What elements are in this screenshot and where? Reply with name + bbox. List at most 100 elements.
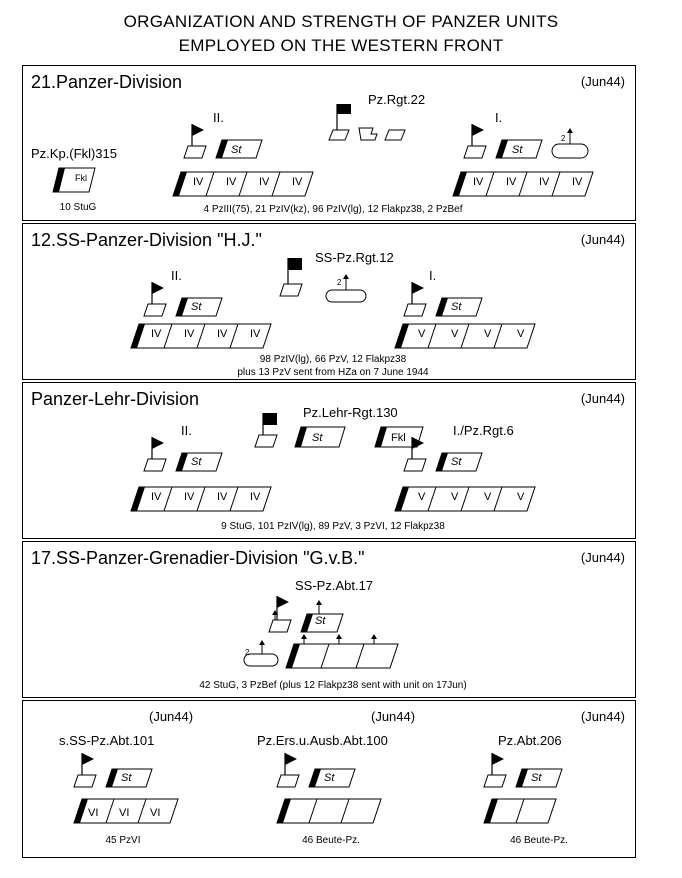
- regiment-fkl-label: Fkl: [391, 432, 406, 444]
- battalion-ii-hq-symbols: [143, 437, 223, 472]
- battalion-ii-company-row: [130, 323, 272, 349]
- date-label: (Jun44): [580, 550, 625, 565]
- workshop-icon: [325, 289, 367, 303]
- fkl-company-symbol: [52, 167, 96, 193]
- unit-name-101: s.SS-Pz.Abt.101: [59, 733, 155, 748]
- company-label: IV: [184, 328, 195, 340]
- company-label: VI: [88, 807, 99, 819]
- company-label: V: [484, 491, 492, 503]
- battalion-hq-tank-icon: [403, 303, 427, 317]
- company-label: V: [418, 491, 426, 503]
- company-label: IV: [506, 176, 517, 188]
- strength-caption: 98 PzIV(lg), 66 PzV, 12 Flakpz38: [259, 354, 407, 365]
- battalion-hq-tank-icon: [143, 458, 167, 472]
- battalion-flag-icon: [152, 282, 164, 294]
- battalion-i-company-row: [394, 486, 536, 512]
- strength-caption-2: plus 13 PzV sent from HZa on 7 June 1944: [237, 367, 429, 378]
- date-label: (Jun44): [371, 709, 416, 724]
- unit-100-symbols: [276, 753, 382, 824]
- regiment-hq-tank-icon: [254, 434, 278, 448]
- date-label: (Jun44): [149, 709, 194, 724]
- battalion-ii-company-row: [130, 486, 272, 512]
- battalion-hq-tank-icon: [276, 774, 300, 788]
- workshop-number: 2: [245, 648, 250, 657]
- fkl-company-caption: 10 StuG: [59, 202, 97, 213]
- battalion-flag-icon: [192, 124, 204, 136]
- page-title-line2: EMPLOYED ON THE WESTERN FRONT: [178, 36, 504, 55]
- regiment-hq-symbols: [328, 104, 406, 141]
- company-label: IV: [473, 176, 484, 188]
- fkl-company-symbol-label: Fkl: [75, 173, 87, 183]
- battalion-hq-tank-icon: [73, 774, 97, 788]
- battalion-flag-icon: [492, 753, 504, 765]
- battalion-hq-tank-icon: [183, 145, 207, 159]
- company-label: V: [451, 491, 459, 503]
- company-label: IV: [151, 328, 162, 340]
- battalion-hq-tank-icon: [268, 619, 292, 633]
- panel-12-ss-panzer-division: 12.SS-Panzer-Division "H.J." (Jun44) SS-…: [22, 223, 636, 380]
- battalion-i-label: I./Pz.Rgt.6: [453, 423, 514, 438]
- company-label: IV: [151, 491, 162, 503]
- regiment-hq-tank-icon: [328, 129, 350, 141]
- battalion-hq-tank-icon: [143, 303, 167, 317]
- regiment-hq-flag-icon: [288, 258, 302, 270]
- battalion-i-hq-symbols: [403, 437, 483, 472]
- battalion-ii-label: II.: [213, 110, 224, 125]
- regiment-reserve-tank-icon: [384, 129, 406, 141]
- company-label: IV: [250, 491, 261, 503]
- battalion-i-label: I.: [429, 268, 437, 283]
- company-label: IV: [539, 176, 550, 188]
- battalion-ii-label: II.: [171, 268, 182, 283]
- regiment-name: Pz.Lehr-Rgt.130: [303, 405, 398, 420]
- staff-symbol-label: St: [191, 456, 202, 468]
- strength-caption: 42 StuG, 3 PzBef (plus 12 Flakpz38 sent …: [199, 680, 467, 691]
- battalion-i-company-row: [394, 323, 536, 349]
- company-label: V: [517, 328, 525, 340]
- company-label: VI: [119, 807, 130, 819]
- division-name: 17.SS-Panzer-Grenadier-Division "G.v.B.": [31, 548, 365, 568]
- battalion-flag-icon: [285, 753, 297, 765]
- regiment-hq-flag-icon: [263, 413, 277, 425]
- battalion-ii-hq-symbols: [183, 124, 263, 159]
- battalion-flag-icon: [277, 596, 289, 608]
- staff-symbol-label: St: [451, 301, 462, 313]
- battalion-name: SS-Pz.Abt.17: [295, 578, 374, 593]
- staff-symbol-label: St: [315, 615, 326, 627]
- workshop-icon: [243, 653, 279, 667]
- battalion-hq-tank-icon: [403, 458, 427, 472]
- regiment-name: SS-Pz.Rgt.12: [315, 250, 394, 265]
- unit-caption-100: 46 Beute-Pz.: [302, 835, 360, 846]
- panel-panzer-lehr-division: Panzer-Lehr-Division (Jun44) Pz.Lehr-Rgt…: [22, 382, 636, 539]
- company-label: IV: [217, 491, 228, 503]
- battalion-ii-label: II.: [181, 423, 192, 438]
- division-name: Panzer-Lehr-Division: [31, 389, 200, 409]
- battalion-company-row: [243, 634, 399, 669]
- panel-21-panzer-division: 21.Panzer-Division (Jun44) Pz.Rgt.22 II.…: [22, 65, 636, 221]
- company-label: V: [517, 491, 525, 503]
- unit-206-symbols: [483, 753, 563, 824]
- regiment-hq-flag-icon: [337, 104, 351, 114]
- unit-name-206: Pz.Abt.206: [498, 733, 562, 748]
- company-label: IV: [259, 176, 270, 188]
- company-label: IV: [226, 176, 237, 188]
- company-label: IV: [292, 176, 303, 188]
- battalion-ii-company-row: [172, 171, 314, 197]
- staff-symbol-label: St: [512, 144, 523, 156]
- unit-caption-206: 46 Beute-Pz.: [510, 835, 568, 846]
- company-label: IV: [184, 491, 195, 503]
- battalion-flag-icon: [412, 437, 424, 449]
- date-label: (Jun44): [580, 74, 625, 89]
- battalion-flag-icon: [82, 753, 94, 765]
- date-label: (Jun44): [580, 232, 625, 247]
- panel-17-ss-pz-gren-division: 17.SS-Panzer-Grenadier-Division "G.v.B."…: [22, 541, 636, 698]
- battalion-hq-tank-icon: [483, 774, 507, 788]
- company-label: IV: [217, 328, 228, 340]
- regiment-hq-tank-icon: [279, 283, 303, 297]
- battalion-ii-hq-symbols: [143, 282, 223, 317]
- regiment-workshop-icon: [358, 127, 378, 141]
- staff-symbol-label: St: [324, 772, 335, 784]
- company-label: V: [451, 328, 459, 340]
- division-name: 21.Panzer-Division: [31, 72, 183, 92]
- staff-symbol-label: St: [191, 301, 202, 313]
- unit-name-100: Pz.Ers.u.Ausb.Abt.100: [257, 733, 388, 748]
